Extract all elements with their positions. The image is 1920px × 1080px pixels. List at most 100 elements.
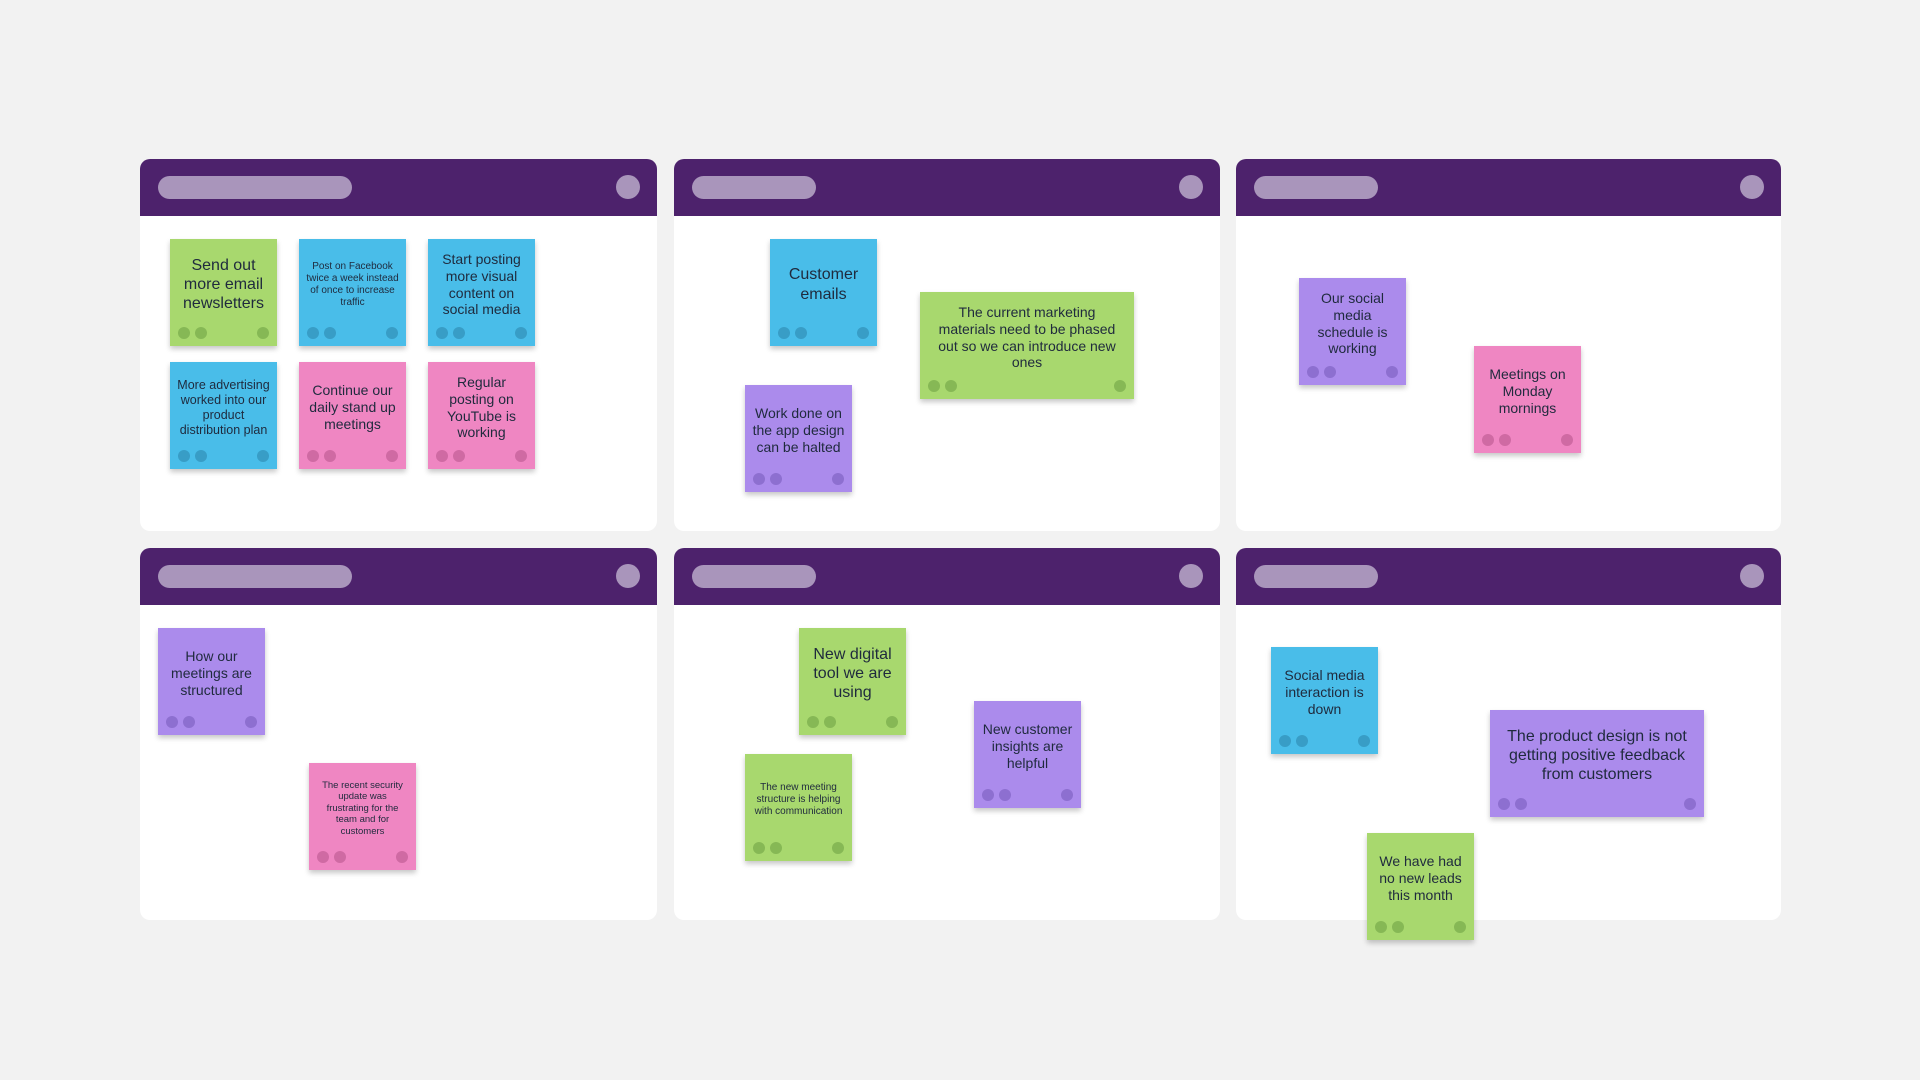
panel-header [1236, 548, 1781, 605]
panel-menu-icon[interactable] [1179, 564, 1203, 588]
panel-menu-icon[interactable] [1740, 175, 1764, 199]
note-dot [1561, 434, 1573, 446]
note-text: Send out more email newsletters [183, 256, 264, 313]
note-dot [1307, 366, 1319, 378]
note-dot [453, 327, 465, 339]
note-text: The current marketing materials need to … [938, 303, 1116, 371]
sticky-note[interactable]: Send out more email newsletters [170, 239, 277, 346]
panel-menu-icon[interactable] [1740, 564, 1764, 588]
note-dot [515, 327, 527, 339]
note-dot [1279, 735, 1291, 747]
panel-header [140, 159, 657, 216]
sticky-note[interactable]: Social media interaction is down [1271, 647, 1378, 754]
note-dot [1392, 921, 1404, 933]
note-dot [436, 327, 448, 339]
note-dot [195, 327, 207, 339]
panel-header [1236, 159, 1781, 216]
note-text: New customer insights are helpful [982, 721, 1073, 771]
note-dot [999, 789, 1011, 801]
sticky-note[interactable]: New digital tool we are using [799, 628, 906, 735]
note-text: The recent security update was frustrati… [322, 780, 403, 837]
note-dot [832, 473, 844, 485]
note-dot [515, 450, 527, 462]
panel-title-placeholder[interactable] [1254, 565, 1378, 588]
panel-title-placeholder[interactable] [158, 565, 352, 588]
note-dot [1498, 798, 1510, 810]
note-text: The new meeting structure is helping wit… [754, 781, 843, 817]
note-dot [1375, 921, 1387, 933]
note-dot [1386, 366, 1398, 378]
sticky-note[interactable]: We have had no new leads this month [1367, 833, 1474, 940]
note-dot [178, 327, 190, 339]
note-dot [1358, 735, 1370, 747]
note-text: Our social media schedule is working [1317, 289, 1388, 357]
note-dot [324, 327, 336, 339]
note-dot [807, 716, 819, 728]
note-dot [982, 789, 994, 801]
note-text: Post on Facebook twice a week instead of… [306, 260, 399, 308]
panel-menu-icon[interactable] [616, 564, 640, 588]
note-dot [386, 327, 398, 339]
note-dot [795, 327, 807, 339]
note-text: Customer emails [788, 266, 859, 303]
sticky-note[interactable]: The current marketing materials need to … [920, 292, 1134, 399]
sticky-note[interactable]: Continue our daily stand up meetings [299, 362, 406, 469]
sticky-note[interactable]: More advertising worked into our product… [170, 362, 277, 469]
note-text: New digital tool we are using [813, 645, 892, 702]
note-dot [1114, 380, 1126, 392]
note-dot [857, 327, 869, 339]
note-dot [886, 716, 898, 728]
sticky-note[interactable]: The recent security update was frustrati… [309, 763, 416, 870]
note-dot [1454, 921, 1466, 933]
note-dot [824, 716, 836, 728]
panel-header [674, 548, 1220, 605]
note-dot [307, 327, 319, 339]
note-dot [324, 450, 336, 462]
sticky-note[interactable]: Start posting more visual content on soc… [428, 239, 535, 346]
sticky-note[interactable]: Post on Facebook twice a week instead of… [299, 239, 406, 346]
note-text: How our meetings are structured [171, 648, 252, 698]
sticky-note[interactable]: The product design is not getting positi… [1490, 710, 1704, 817]
note-text: Continue our daily stand up meetings [309, 382, 396, 432]
note-dot [178, 450, 190, 462]
sticky-note[interactable]: Regular posting on YouTube is working [428, 362, 535, 469]
note-text: Social media interaction is down [1284, 667, 1365, 717]
panel-header [674, 159, 1220, 216]
note-dot [1061, 789, 1073, 801]
sticky-note[interactable]: Our social media schedule is working [1299, 278, 1406, 385]
note-text: We have had no new leads this month [1379, 853, 1462, 903]
note-text: Start posting more visual content on soc… [442, 250, 521, 318]
note-text: More advertising worked into our product… [177, 377, 270, 437]
note-dot [1324, 366, 1336, 378]
note-dot [436, 450, 448, 462]
note-dot [1499, 434, 1511, 446]
sticky-note[interactable]: Meetings on Monday mornings [1474, 346, 1581, 453]
note-dot [945, 380, 957, 392]
sticky-note[interactable]: How our meetings are structured [158, 628, 265, 735]
note-dot [753, 842, 765, 854]
panel-header [140, 548, 657, 605]
note-dot [195, 450, 207, 462]
panel-title-placeholder[interactable] [1254, 176, 1378, 199]
note-dot [257, 450, 269, 462]
note-dot [453, 450, 465, 462]
note-dot [778, 327, 790, 339]
note-dot [307, 450, 319, 462]
sticky-note[interactable]: New customer insights are helpful [974, 701, 1081, 808]
note-dot [183, 716, 195, 728]
sticky-note[interactable]: Work done on the app design can be halte… [745, 385, 852, 492]
panel-menu-icon[interactable] [1179, 175, 1203, 199]
note-dot [257, 327, 269, 339]
note-dot [245, 716, 257, 728]
note-dot [832, 842, 844, 854]
panel-title-placeholder[interactable] [692, 565, 816, 588]
sticky-note[interactable]: Customer emails [770, 239, 877, 346]
note-dot [166, 716, 178, 728]
note-dot [928, 380, 940, 392]
note-dot [1296, 735, 1308, 747]
panel-title-placeholder[interactable] [158, 176, 352, 199]
panel-title-placeholder[interactable] [692, 176, 816, 199]
sticky-note[interactable]: The new meeting structure is helping wit… [745, 754, 852, 861]
note-text: The product design is not getting positi… [1507, 727, 1687, 784]
panel-menu-icon[interactable] [616, 175, 640, 199]
